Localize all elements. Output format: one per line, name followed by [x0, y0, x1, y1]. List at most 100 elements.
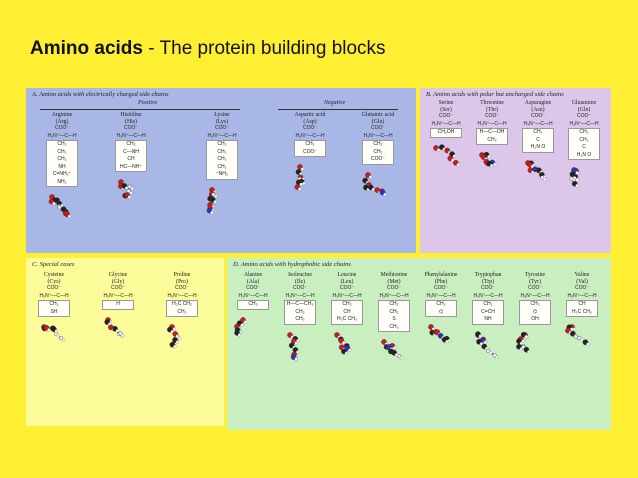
amino-acid-name: Tryptophan: [474, 272, 502, 278]
slide-title-rest: - The protein building blocks: [142, 38, 386, 59]
amino-acid-name: Histidine: [120, 112, 142, 118]
atom: [344, 351, 348, 355]
side-chain-group: CH₂: [436, 301, 446, 307]
side-chain-group: ⌬: [438, 308, 444, 315]
amino-acid-name: Glutamine: [571, 100, 597, 106]
carboxyl-group: COO⁻: [245, 285, 261, 291]
atom: [210, 210, 214, 214]
amine-group: H₃N⁺—C—H: [332, 292, 362, 299]
amino-acid-abbr: (Pro): [176, 278, 188, 285]
atom: [243, 319, 248, 324]
side-chain-group: CH₂: [57, 141, 67, 147]
atom: [371, 187, 375, 191]
amino-acid-name: Lysine: [214, 112, 230, 118]
amine-group: H₃N⁺—C—H: [167, 292, 197, 299]
atom: [543, 177, 547, 181]
amine-group: H₃N⁺—C—H: [426, 292, 456, 299]
atom: [299, 182, 303, 186]
carboxyl-group: COO⁻: [302, 125, 318, 131]
amino-acid-abbr: (Met): [387, 278, 401, 285]
atom: [59, 336, 64, 341]
amino-acid-name: Glutamic acid: [361, 112, 395, 118]
side-chain-group: H₂C CH₂: [172, 301, 192, 307]
side-chain-group: CH₂: [389, 308, 399, 315]
ball-and-stick-model: [479, 151, 497, 168]
ball-and-stick-model: [234, 316, 248, 337]
amino-acid-name: Arginine: [51, 112, 73, 118]
ball-and-stick-model: [569, 167, 581, 188]
amino-acid-name: Methionine: [380, 272, 408, 278]
side-chain-group: C=CH: [481, 308, 495, 315]
side-chain-group: ⁺NH₃: [216, 171, 228, 177]
carboxyl-group: COO⁻: [530, 113, 546, 119]
side-chain-group: C=NH₂⁺: [52, 171, 72, 177]
atom: [175, 334, 180, 339]
carboxyl-group: COO⁻: [370, 125, 386, 131]
side-chain-group: CH₂: [217, 148, 227, 155]
carboxyl-group: COO⁻: [386, 285, 402, 291]
amino-acid-name: Leucine: [337, 272, 357, 278]
carboxyl-group: COO⁻: [339, 285, 355, 291]
amine-group: H₃N⁺—C—H: [207, 132, 237, 139]
side-chain-group: CH₃: [248, 301, 258, 307]
amino-acid-abbr: (His): [125, 118, 137, 125]
atom: [127, 184, 132, 189]
side-chain-group: C—NH: [123, 148, 139, 155]
amine-group: H₃N⁺—C—H: [569, 120, 599, 127]
side-chain-group: CH₂: [217, 141, 227, 147]
atom: [452, 153, 457, 158]
amino-acid-abbr: (Asp): [303, 118, 317, 125]
atom: [178, 336, 182, 341]
amino-acid-abbr: (Gly): [111, 278, 125, 285]
group-label-positive: Positive: [138, 100, 158, 106]
amino-acid-name: Serine: [438, 100, 454, 106]
amino-acid-abbr: (Glu): [371, 118, 385, 125]
atom: [400, 356, 404, 360]
ball-and-stick-model: [334, 331, 352, 355]
amine-group: H₃N⁺—C—H: [363, 132, 393, 139]
side-chain-group: CH₂OH: [437, 129, 455, 135]
atom: [348, 348, 352, 352]
atom: [524, 334, 528, 338]
atom: [569, 176, 574, 181]
amine-group: H₃N⁺—C—H: [473, 292, 503, 299]
amino-acid-abbr: (Thr): [485, 106, 499, 113]
atom: [519, 341, 524, 345]
atom: [47, 328, 51, 332]
ball-and-stick-model: [167, 324, 182, 349]
atom: [341, 340, 346, 344]
side-chain-group: HC—NH⁺: [119, 163, 143, 170]
atom: [575, 184, 579, 188]
carboxyl-group: COO⁻: [527, 285, 543, 291]
carboxyl-group: COO⁻: [433, 285, 449, 291]
atom: [397, 354, 402, 359]
side-chain-group: CH₃: [295, 316, 305, 322]
atom: [586, 342, 590, 346]
ball-and-stick-model: [565, 324, 590, 346]
atom: [52, 201, 56, 206]
atom: [445, 339, 449, 344]
amino-acid-name: Asparagine: [524, 100, 552, 106]
atom: [577, 335, 582, 340]
amino-acid-name: Isoleucine: [288, 272, 312, 278]
carboxyl-group: COO⁻: [480, 285, 496, 291]
ball-and-stick-model: [104, 316, 125, 338]
side-chain-group: CH: [127, 156, 135, 162]
side-chain-group: H₂N O: [530, 144, 546, 150]
carboxyl-group: COO⁻: [292, 285, 308, 291]
side-chain-group: H—C—CH₃: [286, 301, 314, 307]
side-chain-box: CH₂OH: [430, 128, 462, 138]
side-chain-group: CH₂: [57, 156, 67, 162]
atom: [294, 356, 298, 361]
